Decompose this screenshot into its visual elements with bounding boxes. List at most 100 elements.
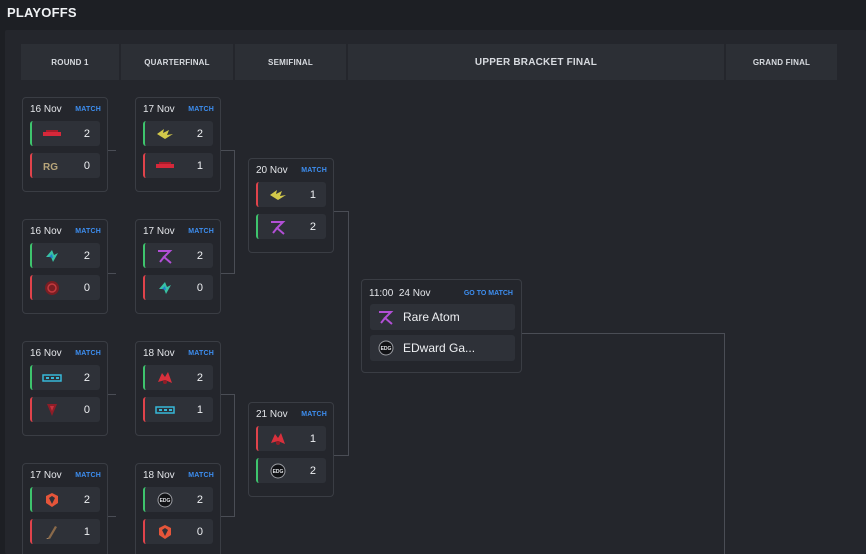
go-to-match-link[interactable]: GO TO MATCH: [463, 290, 513, 297]
team-score: 0: [196, 525, 203, 538]
round-header-semifinal: SEMIFINAL: [235, 44, 346, 80]
match-link[interactable]: MATCH: [75, 349, 101, 357]
rng-logo-icon: RG: [40, 157, 64, 175]
team-score: 0: [83, 159, 90, 172]
match-date: 18 Nov: [143, 469, 175, 481]
connector-line: [220, 394, 234, 395]
team-row[interactable]: 2: [143, 121, 213, 146]
match-link[interactable]: MATCH: [75, 471, 101, 479]
page-title: PLAYOFFS: [7, 5, 77, 20]
team-score: 2: [196, 493, 203, 506]
match-link[interactable]: MATCH: [188, 471, 214, 479]
edg-logo-icon: EDG: [266, 462, 290, 480]
match-time: 11:00 24 Nov: [369, 288, 431, 299]
edg-logo-icon: EDG: [375, 339, 397, 357]
connector-line: [334, 455, 348, 456]
match-link[interactable]: MATCH: [188, 349, 214, 357]
team-row[interactable]: 2: [143, 365, 213, 390]
connector-line: [234, 394, 235, 517]
connector-line: [107, 273, 116, 274]
match-date: 16 Nov: [30, 347, 62, 359]
team-row[interactable]: EDG 2: [256, 458, 326, 483]
team-row[interactable]: 2: [30, 121, 100, 146]
match-link[interactable]: MATCH: [75, 227, 101, 235]
orange-hex-logo-icon: [153, 523, 177, 541]
match-link[interactable]: MATCH: [188, 105, 214, 113]
red-fox-logo-icon: [266, 430, 290, 448]
connector-line: [220, 273, 234, 274]
team-name: EDward Ga...: [403, 341, 476, 355]
upper-bracket-final-card: 11:00 24 Nov GO TO MATCH Rare Atom EDG E…: [361, 279, 522, 373]
match-card: 18 Nov MATCH 2 1: [135, 341, 221, 436]
connector-line: [234, 150, 235, 274]
connector-line: [107, 150, 116, 151]
team-name: Rare Atom: [403, 310, 460, 324]
match-date: 17 Nov: [30, 469, 62, 481]
connector-line: [107, 516, 116, 517]
team-row[interactable]: 1: [30, 519, 100, 544]
red-shield-logo-icon: [40, 401, 64, 419]
rare-atom-logo-icon: [375, 308, 397, 326]
match-link[interactable]: MATCH: [301, 410, 327, 418]
cyan-bird-logo-icon: [153, 279, 177, 297]
team-row[interactable]: EDG 2: [143, 487, 213, 512]
red-bar-logo-icon: [40, 125, 64, 143]
match-link[interactable]: MATCH: [188, 227, 214, 235]
team-row[interactable]: RG 0: [30, 153, 100, 178]
match-date: 17 Nov: [143, 103, 175, 115]
edg-logo-icon: EDG: [153, 491, 177, 509]
team-row[interactable]: 2: [30, 487, 100, 512]
match-card: 17 Nov MATCH 2 1: [22, 463, 108, 554]
team-score: 0: [83, 281, 90, 294]
team-row[interactable]: 1: [256, 426, 326, 451]
dark-slash-logo-icon: [40, 523, 64, 541]
cyan-text-logo-icon: [40, 369, 64, 387]
team-row[interactable]: 1: [256, 182, 326, 207]
match-card: 17 Nov MATCH 2 0: [135, 219, 221, 314]
team-row[interactable]: 2: [30, 365, 100, 390]
rare-atom-logo-icon: [153, 247, 177, 265]
team-score: 0: [83, 403, 90, 416]
match-card: 20 Nov MATCH 1 2: [248, 158, 334, 253]
round-header-upper-bracket-final: UPPER BRACKET FINAL: [348, 44, 724, 80]
connector-line: [220, 150, 234, 151]
match-link[interactable]: MATCH: [301, 166, 327, 174]
team-row[interactable]: 1: [143, 397, 213, 422]
match-date: 17 Nov: [143, 225, 175, 237]
final-team-row[interactable]: Rare Atom: [370, 304, 515, 330]
team-row[interactable]: 0: [30, 275, 100, 300]
match-date: 16 Nov: [30, 103, 62, 115]
team-score: 2: [196, 371, 203, 384]
match-link[interactable]: MATCH: [75, 105, 101, 113]
round-header-quarterfinal: QUARTERFINAL: [121, 44, 233, 80]
team-score: 2: [196, 249, 203, 262]
match-card: 16 Nov MATCH 2 0: [22, 341, 108, 436]
connector-line: [522, 333, 725, 334]
team-score: 2: [309, 220, 316, 233]
rare-atom-logo-icon: [266, 218, 290, 236]
cyan-text-logo-icon: [153, 401, 177, 419]
team-score: 1: [83, 525, 90, 538]
team-row[interactable]: 0: [143, 275, 213, 300]
team-score: 1: [309, 432, 316, 445]
team-score: 1: [196, 159, 203, 172]
team-score: 2: [309, 464, 316, 477]
connector-line: [334, 211, 348, 212]
match-card: 16 Nov MATCH 2 0: [22, 219, 108, 314]
connector-line: [107, 394, 116, 395]
orange-hex-logo-icon: [40, 491, 64, 509]
team-row[interactable]: 1: [143, 153, 213, 178]
final-team-row[interactable]: EDG EDward Ga...: [370, 335, 515, 361]
bracket: ROUND 1 QUARTERFINAL SEMIFINAL UPPER BRA…: [5, 30, 866, 554]
connector-line: [220, 516, 234, 517]
team-row[interactable]: 0: [143, 519, 213, 544]
red-bar-logo-icon: [153, 157, 177, 175]
match-date: 18 Nov: [143, 347, 175, 359]
red-circle-logo-icon: [40, 279, 64, 297]
team-row[interactable]: 0: [30, 397, 100, 422]
team-score: 2: [83, 127, 90, 140]
team-row[interactable]: 2: [143, 243, 213, 268]
team-row[interactable]: 2: [30, 243, 100, 268]
team-row[interactable]: 2: [256, 214, 326, 239]
red-fox-logo-icon: [153, 369, 177, 387]
